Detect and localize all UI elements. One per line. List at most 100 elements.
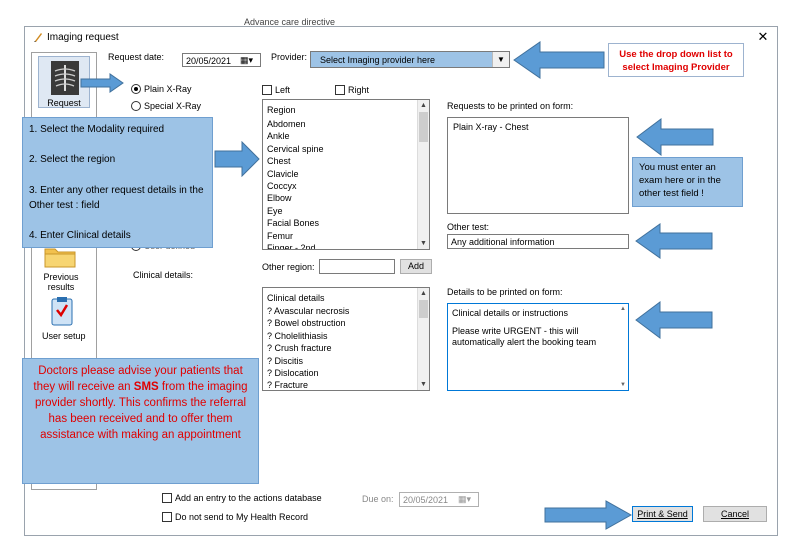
modality-special-label: Special X-Ray: [144, 101, 202, 111]
right-checkbox[interactable]: [335, 85, 345, 95]
modality-plain-radio[interactable]: [131, 84, 141, 94]
sms-text-post: from the imaging provider shortly. This …: [34, 381, 248, 441]
add-button[interactable]: Add: [400, 259, 432, 274]
list-item[interactable]: Ankle: [267, 131, 290, 142]
arrow-left-icon: [513, 41, 605, 79]
provider-select[interactable]: Select Imaging provider here ▼: [310, 51, 510, 68]
requests-label: Requests to be printed on form:: [447, 101, 574, 111]
scroll-down-icon[interactable]: ▼: [420, 381, 427, 388]
arrow-right-icon: [80, 73, 124, 93]
calendar-icon[interactable]: ▦▾: [458, 494, 472, 504]
left-label: Left: [275, 85, 291, 95]
list-item[interactable]: ? Fracture: [267, 380, 309, 391]
scroll-thumb[interactable]: [419, 112, 428, 142]
arrow-left-icon: [635, 301, 713, 339]
sms-callout: Doctors please advise your patients that…: [22, 358, 259, 484]
close-icon[interactable]: ✕: [757, 29, 769, 44]
other-test-label: Other test:: [447, 222, 490, 232]
list-item[interactable]: Coccyx: [267, 180, 297, 191]
arrow-left-icon: [635, 223, 713, 259]
sidebar-item-user-setup[interactable]: User setup: [42, 331, 86, 341]
list-item[interactable]: ? Dislocation: [267, 367, 319, 378]
request-date-value: 20/05/2021: [186, 56, 232, 66]
requests-value: Plain X-ray - Chest: [453, 122, 529, 132]
due-on-field[interactable]: 20/05/2021 ▦▾: [399, 492, 479, 507]
details-line-2: Please write URGENT - this will automati…: [452, 326, 597, 347]
clinical-scrollbar[interactable]: ▲ ▼: [417, 288, 429, 390]
arrow-left-icon: [636, 118, 714, 156]
provider-label: Provider:: [271, 52, 308, 62]
list-item[interactable]: Abdomen: [267, 119, 306, 129]
details-line-1: Clinical details or instructions: [452, 308, 569, 318]
dialog-title: Imaging request: [47, 32, 119, 43]
details-textarea[interactable]: Clinical details or instructions Please …: [447, 303, 629, 391]
actions-db-label: Add an entry to the actions database: [175, 493, 322, 503]
sidebar-item-label: Request: [47, 98, 81, 108]
request-date-label: Request date:: [108, 52, 165, 62]
scroll-thumb[interactable]: [419, 300, 428, 318]
region-list[interactable]: Region Abdomen Ankle Cervical spine Ches…: [262, 99, 430, 250]
steps-callout: 1. Select the Modality required 2. Selec…: [22, 117, 213, 248]
list-item[interactable]: ? Crush fracture: [267, 343, 332, 354]
app-pen-icon: [33, 31, 43, 43]
exam-tip-callout: You must enter an exam here or in the ot…: [632, 157, 743, 207]
scroll-up-icon[interactable]: ▲: [620, 306, 626, 312]
list-item[interactable]: ? Discitis: [267, 355, 304, 366]
request-date-field[interactable]: 20/05/2021 ▦▾: [182, 53, 261, 67]
list-item[interactable]: ? Avascular necrosis: [267, 306, 350, 316]
clipboard-icon[interactable]: [51, 296, 73, 326]
scroll-down-icon[interactable]: ▼: [420, 240, 427, 247]
step-4: 4. Enter Clinical details: [29, 230, 131, 241]
modality-special-radio[interactable]: [131, 101, 141, 111]
scroll-down-icon[interactable]: ▼: [620, 382, 626, 388]
other-region-label: Other region:: [262, 262, 315, 272]
scroll-up-icon[interactable]: ▲: [420, 290, 427, 297]
region-scrollbar[interactable]: ▲ ▼: [417, 100, 429, 249]
list-item[interactable]: Elbow: [267, 193, 292, 204]
arrow-right-icon: [214, 141, 260, 177]
list-item[interactable]: Femur: [267, 230, 294, 241]
right-label: Right: [348, 85, 370, 95]
provider-tip-callout: Use the drop down list to select Imaging…: [608, 43, 744, 77]
sms-text-pre: Doctors please advise your patients that…: [33, 365, 243, 393]
actions-db-checkbox[interactable]: [162, 493, 172, 503]
background-fragment: Advance care directive: [244, 17, 336, 27]
requests-box[interactable]: Plain X-ray - Chest: [447, 117, 629, 214]
list-item[interactable]: Chest: [267, 156, 291, 167]
sidebar-item-previous-results[interactable]: Previous results: [43, 272, 79, 292]
step-3: 3. Enter any other request details in th…: [29, 185, 204, 211]
provider-value: Select Imaging provider here: [320, 55, 436, 65]
list-item[interactable]: Facial Bones: [267, 218, 320, 229]
list-item[interactable]: ? Cholelithiasis: [267, 330, 328, 341]
list-item[interactable]: Region: [267, 105, 296, 115]
arrow-right-icon: [544, 500, 632, 530]
details-label: Details to be printed on form:: [447, 287, 563, 297]
no-mhr-label: Do not send to My Health Record: [175, 512, 309, 522]
calendar-icon[interactable]: ▦▾: [240, 55, 254, 65]
no-mhr-checkbox[interactable]: [162, 512, 172, 522]
scroll-up-icon[interactable]: ▲: [420, 102, 427, 109]
cancel-button[interactable]: Cancel: [703, 506, 767, 522]
other-test-value: Any additional information: [451, 237, 555, 247]
clinical-details-list[interactable]: Clinical details ? Avascular necrosis ? …: [262, 287, 430, 391]
modality-plain-label: Plain X-Ray: [144, 84, 192, 94]
clinical-details-label: Clinical details:: [133, 270, 194, 280]
list-item[interactable]: Finger - 2nd: [267, 242, 316, 250]
xray-icon: [51, 61, 79, 95]
list-item[interactable]: Cervical spine: [267, 143, 324, 154]
left-checkbox[interactable]: [262, 85, 272, 95]
step-2: 2. Select the region: [29, 154, 116, 165]
other-region-input[interactable]: [319, 259, 395, 274]
due-on-value: 20/05/2021: [403, 495, 449, 505]
list-item[interactable]: ? Bowel obstruction: [267, 318, 346, 329]
list-item[interactable]: Clinical details: [267, 293, 325, 303]
step-1: 1. Select the Modality required: [29, 124, 165, 135]
due-on-label: Due on:: [362, 494, 394, 504]
folder-icon[interactable]: [43, 245, 77, 269]
other-test-input[interactable]: Any additional information: [447, 234, 629, 249]
print-send-button[interactable]: Print & Send: [632, 506, 693, 522]
chevron-down-icon[interactable]: ▼: [492, 52, 509, 67]
list-item[interactable]: Eye: [267, 205, 283, 216]
list-item[interactable]: Clavicle: [267, 168, 299, 179]
sms-text-bold: SMS: [133, 381, 159, 393]
